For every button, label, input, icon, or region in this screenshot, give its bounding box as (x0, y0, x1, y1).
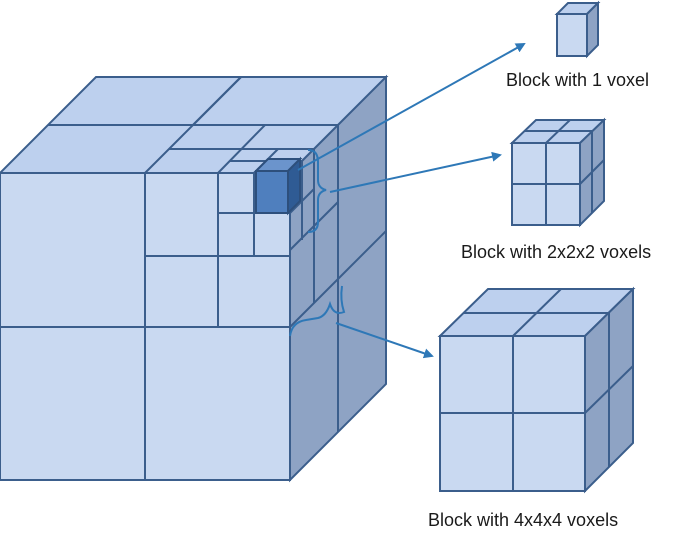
arrow-to-1-voxel (297, 43, 526, 171)
block-1-voxel (554, 0, 601, 59)
block-2x2x2-voxels (509, 117, 607, 228)
large-octree-cube (0, 74, 389, 483)
label-block-4x4x4: Block with 4x4x4 voxels (428, 510, 618, 530)
label-block-1-voxel: Block with 1 voxel (506, 70, 649, 90)
highlighted-voxel (253, 156, 303, 216)
label-block-2x2x2: Block with 2x2x2 voxels (461, 242, 651, 262)
arrow-to-2x2x2 (329, 151, 502, 193)
block-4x4x4-voxels (437, 286, 636, 494)
arrow-to-4x4x4 (335, 322, 434, 359)
brace-4x4x4 (289, 285, 346, 337)
brace-2x2x2 (307, 149, 327, 233)
